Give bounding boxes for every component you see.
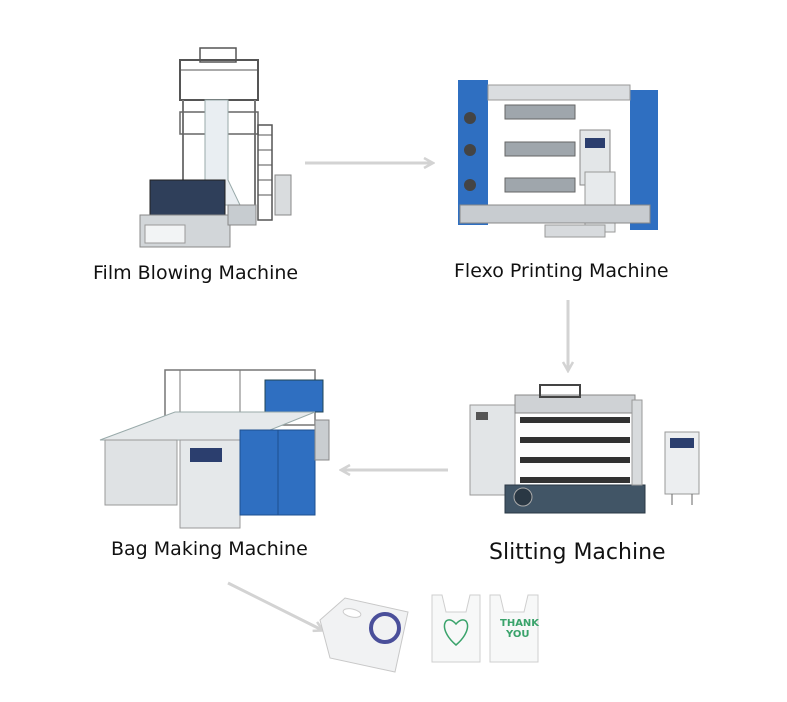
bag-making-machine-image (99, 369, 330, 529)
flat-bag-image (319, 597, 409, 673)
film-blowing-machine-image (139, 47, 292, 248)
film-blowing-label: Film Blowing Machine (93, 262, 299, 284)
tshirt-bag-left-image (431, 594, 481, 663)
arrow-bag-to-products (227, 581, 322, 630)
slitting-machine-image (469, 384, 700, 514)
bag-you-text: YOU (506, 629, 530, 640)
flexo-printing-label: Flexo Printing Machine (454, 260, 669, 282)
tshirt-bag-right-image (489, 594, 539, 663)
bag-thank-text: THANK (500, 618, 540, 629)
slitting-label: Slitting Machine (489, 540, 666, 565)
flexo-printing-machine-image (458, 80, 658, 238)
bag-making-label: Bag Making Machine (111, 538, 308, 560)
